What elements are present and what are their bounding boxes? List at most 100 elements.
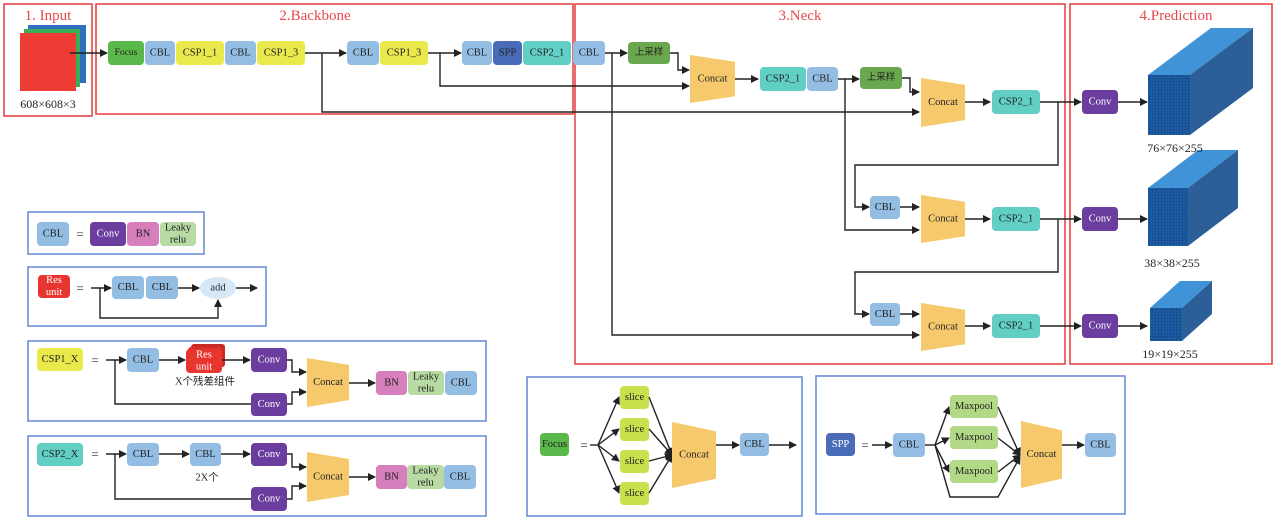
concat-block-label: Concat bbox=[928, 322, 958, 333]
cbl-block-label: CBL bbox=[230, 48, 250, 59]
upsample-block: 上采样 bbox=[860, 67, 902, 89]
connector-arrow bbox=[287, 482, 307, 500]
legend-cbl-frame bbox=[27, 211, 205, 255]
cbl-block-shape bbox=[37, 222, 69, 246]
spp-block-label: SPP bbox=[832, 439, 850, 450]
concat-block: Concat bbox=[672, 422, 716, 488]
focus-block-shape bbox=[540, 433, 569, 456]
cbl-block: CBL bbox=[740, 433, 769, 456]
cbl-block-shape bbox=[444, 465, 476, 489]
bn-block: BN bbox=[127, 222, 159, 246]
concat-block-shape bbox=[307, 452, 349, 502]
input-channel-red bbox=[20, 33, 76, 91]
cbl-block-shape bbox=[893, 433, 925, 457]
slice-block: slice bbox=[620, 450, 649, 473]
slice-block-shape bbox=[620, 482, 649, 505]
prediction-title: 4.Prediction bbox=[1140, 8, 1213, 24]
focus-block: Focus bbox=[540, 433, 569, 456]
connector-arrow bbox=[844, 79, 920, 234]
concat-block: Concat bbox=[921, 195, 965, 243]
cbl-block-shape bbox=[146, 276, 178, 299]
cbl-block-shape bbox=[462, 41, 492, 65]
cbl-block-shape bbox=[1085, 433, 1116, 457]
cbl-block: CBL bbox=[127, 348, 159, 372]
res-unit-block-shape bbox=[38, 275, 70, 298]
maxpool-block-label: Maxpool bbox=[955, 466, 993, 477]
output-tensor-38-front-grid bbox=[1148, 188, 1188, 246]
concat-block-shape bbox=[672, 422, 716, 488]
spp-block-label: SPP bbox=[499, 48, 517, 59]
cbl-block-shape bbox=[127, 348, 159, 372]
output-tensor-19-top bbox=[1150, 281, 1212, 308]
csp2-1-block-label: CSP2_1 bbox=[766, 74, 800, 85]
concat-block-shape bbox=[690, 55, 735, 103]
connector-arrow bbox=[902, 77, 920, 96]
bn-block-label: BN bbox=[384, 472, 399, 483]
connector-arrow bbox=[670, 52, 690, 74]
output-tensor-76-top bbox=[1148, 28, 1253, 75]
slice-block-label: slice bbox=[625, 424, 645, 435]
backbone-title: 2.Backbone bbox=[279, 8, 351, 24]
concat-block: Concat bbox=[921, 78, 965, 127]
res-unit-block-shape bbox=[186, 349, 222, 373]
bn-block-shape bbox=[376, 371, 407, 395]
conv-block-label: Conv bbox=[258, 355, 282, 366]
leaky-relu-block-label-line2: relu bbox=[418, 384, 435, 395]
maxpool-block-shape bbox=[950, 460, 998, 483]
maxpool-block: Maxpool bbox=[950, 426, 998, 449]
cbl-block: CBL bbox=[893, 433, 925, 457]
output-size-label: 38×38×255 bbox=[1144, 256, 1200, 270]
connector-arrow bbox=[114, 454, 251, 500]
connector-arrow bbox=[114, 360, 251, 405]
cbl-count-note: 2X个 bbox=[195, 472, 219, 484]
concat-block-label: Concat bbox=[313, 377, 343, 388]
concat-block: Concat bbox=[921, 303, 965, 351]
cbl-block: CBL bbox=[127, 443, 159, 466]
cbl-block-label: CBL bbox=[812, 74, 832, 85]
cbl-block: CBL bbox=[445, 371, 477, 395]
csp1-3-block-shape bbox=[380, 41, 428, 65]
leaky-relu-block-label-line2: relu bbox=[417, 478, 434, 489]
upsample-block-shape bbox=[628, 42, 670, 64]
cbl-block-label: CBL bbox=[451, 378, 471, 389]
csp2-1-block-shape bbox=[992, 90, 1040, 114]
conv-block-shape bbox=[90, 222, 126, 246]
cbl-block: CBL bbox=[573, 41, 605, 65]
csp2-1-block-label: CSP2_1 bbox=[999, 214, 1033, 225]
legend-spp-frame bbox=[815, 375, 1126, 515]
cbl-block: CBL bbox=[37, 222, 69, 246]
concat-block-shape bbox=[1021, 421, 1062, 488]
concat-block: Concat bbox=[307, 358, 349, 407]
res-unit-count-note: X个残差组件 bbox=[175, 375, 235, 388]
csp1-1-block-label: CSP1_1 bbox=[183, 48, 217, 59]
output-tensor-38 bbox=[1148, 150, 1238, 246]
add-label: add bbox=[210, 283, 226, 294]
focus-block-label: Focus bbox=[115, 48, 138, 58]
bn-block-shape bbox=[127, 222, 159, 246]
conv-block-shape bbox=[1082, 207, 1118, 231]
csp2-1-block: CSP2_1 bbox=[523, 41, 571, 65]
connector-arrow bbox=[597, 444, 620, 494]
csp2-x-block: CSP2_X bbox=[37, 443, 83, 466]
cbl-block-label: CBL bbox=[744, 439, 764, 450]
csp2-1-block-shape bbox=[523, 41, 571, 65]
bn-block: BN bbox=[376, 465, 407, 489]
maxpool-block: Maxpool bbox=[950, 460, 998, 483]
concat-block: Concat bbox=[690, 55, 735, 103]
output-tensor-19-side bbox=[1182, 281, 1212, 341]
connector-arrow bbox=[611, 53, 920, 339]
conv-block-label: Conv bbox=[258, 494, 282, 505]
slice-block-label: slice bbox=[625, 456, 645, 467]
cbl-block-shape bbox=[112, 276, 144, 299]
connector-arrow bbox=[997, 406, 1021, 456]
cbl-block-shape bbox=[190, 443, 221, 466]
concat-block-label: Concat bbox=[928, 97, 958, 108]
conv-block-label: Conv bbox=[258, 399, 282, 410]
input-size-label: 608×608×3 bbox=[20, 97, 76, 111]
output-tensor-19 bbox=[1150, 281, 1212, 341]
equals-sign: = bbox=[861, 438, 868, 453]
concat-block-label: Concat bbox=[313, 472, 343, 483]
